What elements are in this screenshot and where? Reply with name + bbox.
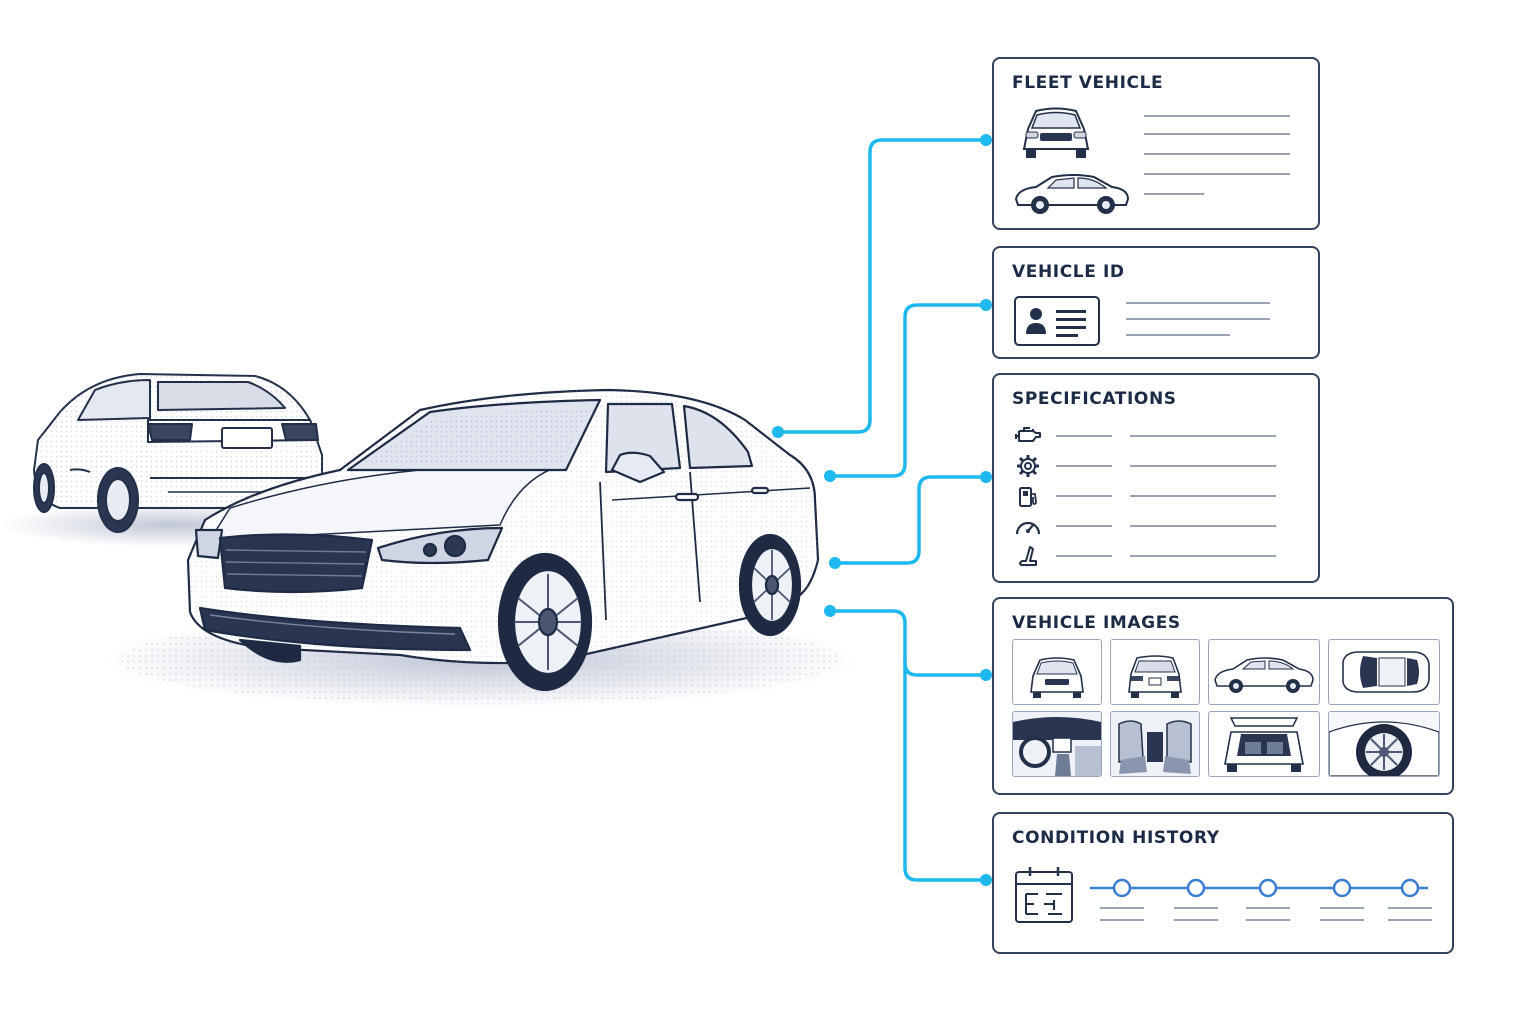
thumbnail-rear-view[interactable] (1110, 639, 1200, 705)
placeholder-line (1130, 555, 1276, 557)
connector-vehicle-images (828, 609, 988, 677)
vehicle-images-panel: VEHICLE IMAGES (992, 597, 1454, 795)
connector-fleet-vehicle (776, 138, 988, 434)
specifications-panel: SPECIFICATIONS (992, 373, 1320, 583)
condition-timeline (1090, 878, 1432, 921)
placeholder-line (1130, 465, 1276, 467)
placeholder-line (1056, 555, 1112, 557)
placeholder-line (1130, 495, 1276, 497)
connector-specifications (833, 475, 988, 565)
car-side-icon (1014, 174, 1130, 214)
fleet-vehicle-panel: FLEET VEHICLE (992, 57, 1320, 230)
engine-icon (1015, 427, 1041, 442)
id-card-icon (1014, 296, 1100, 346)
placeholder-line (1144, 133, 1290, 135)
timeline-point (1112, 878, 1420, 898)
placeholder-line (1056, 465, 1112, 467)
condition-history-panel: CONDITION HISTORY (992, 812, 1454, 954)
speedometer-icon (1015, 521, 1041, 535)
placeholder-line (1056, 525, 1112, 527)
thumbnail-front-view[interactable] (1012, 639, 1102, 705)
main-car (186, 388, 820, 692)
seat-icon (1019, 546, 1037, 566)
thumbnail-top-view[interactable] (1328, 639, 1440, 705)
condition-history-title: CONDITION HISTORY (1012, 828, 1220, 848)
connector-dots (772, 134, 992, 886)
background-car (33, 373, 323, 533)
thumbnail-wheel-closeup[interactable] (1328, 711, 1440, 777)
placeholder-line (1126, 318, 1270, 320)
vehicle-id-panel: VEHICLE ID (992, 246, 1320, 359)
placeholder-line (1144, 115, 1290, 117)
placeholder-line (1144, 193, 1204, 195)
thumbnail-side-view[interactable] (1208, 639, 1320, 705)
placeholder-line (1056, 495, 1112, 497)
thumbnail-dashboard-interior[interactable] (1012, 711, 1102, 777)
placeholder-line (1130, 525, 1276, 527)
gear-icon (1017, 455, 1039, 477)
fleet-vehicle-title: FLEET VEHICLE (1012, 73, 1164, 93)
calendar-icon (1015, 867, 1073, 923)
vehicle-images-title: VEHICLE IMAGES (1012, 613, 1181, 633)
thumbnail-seats-interior[interactable] (1110, 711, 1200, 777)
vehicle-id-title: VEHICLE ID (1012, 262, 1125, 282)
connector-lines (776, 138, 988, 882)
thumbnail-open-trunk[interactable] (1208, 711, 1320, 777)
connector-vehicle-id (828, 303, 988, 478)
placeholder-line (1144, 173, 1290, 175)
placeholder-line (1126, 302, 1270, 304)
fuel-pump-icon (1019, 487, 1037, 507)
placeholder-line (1130, 435, 1276, 437)
placeholder-line (1126, 334, 1230, 336)
placeholder-line (1056, 435, 1112, 437)
connector-condition-history (903, 658, 988, 882)
placeholder-line (1144, 153, 1290, 155)
specifications-title: SPECIFICATIONS (1012, 389, 1177, 409)
car-front-icon (1022, 107, 1090, 158)
